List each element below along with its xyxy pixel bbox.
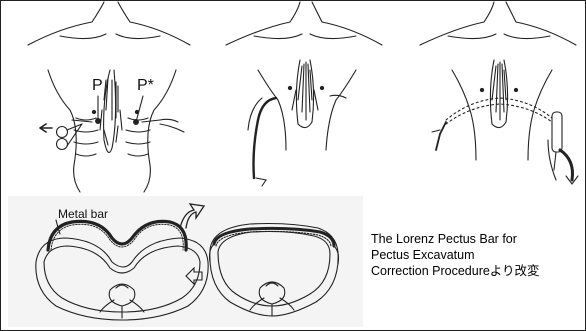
point-p-star-label: P* [137,77,154,95]
caption-line-3: Correction Procedureより改変 [371,263,583,279]
point-p-label: P [92,77,103,95]
panel-3-chest [420,2,578,184]
panel-2-chest [226,2,382,186]
figure-caption: The Lorenz Pectus Bar for Pectus Excavat… [371,231,583,279]
panel-1-chest [28,2,190,192]
metal-bar-label: Metal bar [58,207,108,221]
bar-cross-section-after [210,224,339,317]
bar-cross-section-before [36,204,208,320]
caption-line-2: Pectus Excavatum [371,247,583,263]
caption-line-1: The Lorenz Pectus Bar for [371,231,583,247]
